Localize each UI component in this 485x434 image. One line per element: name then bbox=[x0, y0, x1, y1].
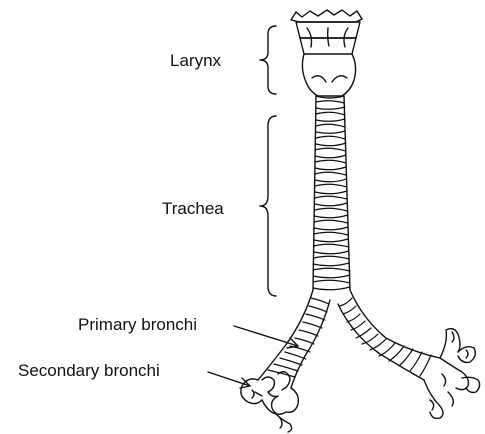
larynx-brace bbox=[260, 26, 276, 94]
right-bronchi-structure bbox=[338, 290, 480, 418]
primary-bronchi-label: Primary bronchi bbox=[78, 316, 197, 333]
primary-bronchi-arrow bbox=[234, 326, 298, 348]
larynx-label: Larynx bbox=[170, 52, 221, 69]
trachea-brace bbox=[260, 116, 276, 296]
trachea-structure bbox=[313, 96, 350, 290]
trachea-label: Trachea bbox=[162, 200, 224, 217]
secondary-bronchi-arrow bbox=[208, 372, 250, 388]
larynx-structure bbox=[291, 10, 362, 98]
left-bronchi-structure bbox=[241, 290, 330, 432]
secondary-bronchi-label: Secondary bronchi bbox=[18, 362, 160, 379]
